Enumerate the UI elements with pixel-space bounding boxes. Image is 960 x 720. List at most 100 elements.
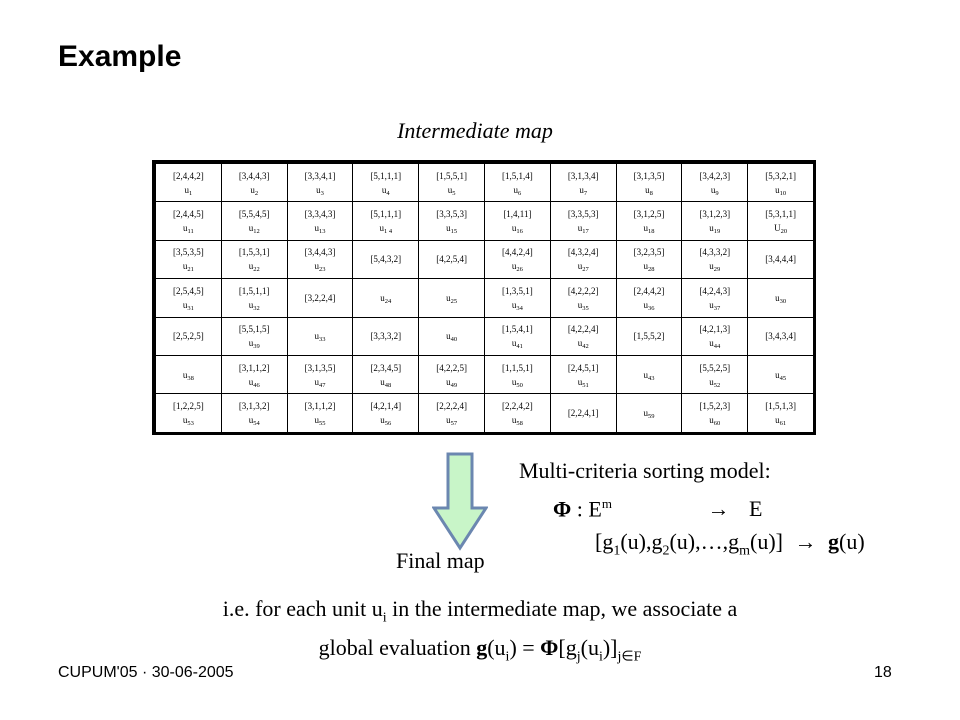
cell-unit: u7 (579, 184, 588, 197)
cell-unit: u45 (775, 369, 787, 382)
cell-unit: u44 (709, 338, 721, 351)
map-cell: [1,5,5,1] u5 (418, 163, 485, 203)
cell-vector: [5,5,1,5] (238, 324, 270, 335)
map-cell: [1,5,2,3]u60 (681, 393, 749, 433)
explanation-line2: global evaluation g(ui) = Φ[gj(ui)]j∈F (0, 633, 960, 672)
cell-vector: [2,4,4,2] (633, 285, 665, 296)
cell-vector: [3,5,3,5] (173, 247, 204, 258)
cell-unit: u28 (643, 261, 655, 274)
expl-g: g (476, 635, 488, 661)
g1-rest: (u),g (620, 529, 663, 555)
expl-b3: ) = (509, 635, 541, 661)
map-cell: [3,4,4,4] (747, 239, 814, 280)
footer-conference: CUPUM'05 · 30-06-2005 (58, 664, 234, 681)
cell-unit: u53 (182, 415, 194, 428)
cell-unit: u60 (709, 415, 721, 428)
map-cell: [3,3,5,3]u17 (549, 201, 617, 241)
cell-vector: [3,3,5,3] (436, 209, 467, 220)
cell-unit: u2 (250, 184, 259, 197)
cell-vector: [1,5,1,4] (502, 170, 533, 181)
map-cell: [2,3,4,5]u48 (352, 355, 420, 395)
cell-vector: [4,2,1,4] (370, 401, 402, 412)
map-cell: [4,2,1,3] u44 (681, 316, 749, 356)
cell-unit: u12 (248, 223, 260, 236)
map-cell: [5,5,2,5]u52 (681, 355, 749, 395)
cell-unit: u24 (380, 292, 392, 305)
cell-vector: [2,2,4,1] (567, 408, 599, 419)
intermediate-map-grid: [2,4,4,2]u1[3,4,4,3]u2[3,3,4,1]u3[5,1,1,… (152, 160, 816, 435)
cell-unit: u5 (447, 184, 456, 197)
cell-unit: u47 (314, 376, 326, 389)
g-open: [g (595, 529, 614, 555)
cell-vector: [3,1,2,5] (633, 209, 665, 220)
cell-vector: [1,5,3,1] (238, 247, 270, 258)
cell-unit: u56 (380, 415, 392, 428)
expl-a1: i.e. for each unit u (222, 596, 383, 621)
cell-vector: [5,5,4,5] (238, 209, 270, 220)
map-cell: [2,4,4,5]u11 (155, 201, 222, 241)
cell-unit: u46 (248, 376, 260, 389)
gm-rest: (u)] (750, 529, 784, 555)
cell-vector: [1,5,4,1] (502, 324, 533, 335)
cell-unit: U20 (774, 223, 788, 236)
map-cell: [1,5,1,1]u32 (220, 278, 288, 318)
map-cell: [2,2,4,2]u58 (484, 393, 551, 433)
cell-unit: u27 (577, 261, 589, 274)
map-cell: [2,5,2,5] (155, 316, 222, 356)
map-cell: [4,2,2,2]u35 (549, 278, 617, 318)
cell-unit: u6 (513, 184, 522, 197)
map-cell: [5,5,4,5] u12 (220, 201, 288, 241)
map-cell: [4,2,2,5]u49 (418, 355, 485, 395)
cell-vector: [4,4,2,4] (502, 247, 533, 258)
map-cell: [1,4,11]u16 (484, 201, 551, 241)
cell-unit: u43 (643, 369, 655, 382)
expl-b1: global evaluation (318, 635, 477, 661)
cell-unit: u30 (775, 292, 787, 305)
E-symbol: E (588, 496, 602, 522)
explanation-line1: i.e. for each unit ui in the intermediat… (0, 594, 960, 633)
expl-a1-sub: i (382, 610, 387, 626)
gm-sub: m (739, 543, 751, 559)
cell-vector: [3,4,4,3] (238, 170, 270, 181)
E-target: E (748, 496, 763, 522)
cell-vector: [3,1,3,5] (633, 170, 665, 181)
cell-vector: [2,4,4,5] (173, 209, 204, 220)
cell-vector: [4,3,3,2] (699, 247, 731, 258)
cell-vector: [1,2,2,5] (173, 401, 204, 412)
map-cell: [3,2,2,4] (286, 278, 354, 318)
cell-vector: [1,5,5,2] (633, 331, 665, 342)
map-cell: [3,3,4,1]u3 (286, 163, 354, 203)
map-cell: [2,2,2,4]u57 (418, 393, 485, 433)
cell-unit: u41 (511, 338, 523, 351)
down-arrow-shape (432, 452, 488, 551)
expl-b6: )] (602, 635, 618, 661)
map-cell: [4,4,2,4]u26 (484, 239, 551, 280)
cell-vector: [5,3,2,1] (765, 170, 796, 181)
cell-vector: [4,3,2,4] (567, 247, 599, 258)
map-cell: u25 (418, 278, 485, 318)
colon: : (576, 496, 583, 522)
cell-unit: u4 (381, 184, 390, 197)
cell-unit: u48 (380, 376, 392, 389)
cell-unit: u37 (709, 299, 721, 312)
cell-vector: [2,4,5,1] (567, 362, 599, 373)
mapping-arrow: → (707, 496, 730, 522)
cell-vector: [5,3,1,1] (765, 209, 796, 220)
cell-vector: [4,2,4,3] (699, 285, 731, 296)
expl-b2: (u (487, 635, 506, 661)
map-cell: [3,3,3,2] (352, 316, 420, 356)
cell-vector: [4,2,5,4] (436, 254, 467, 265)
cell-vector: [1,5,1,3] (765, 401, 796, 412)
cell-vector: [3,3,4,1] (304, 170, 336, 181)
cell-unit: u21 (182, 261, 194, 274)
map-cell: [4,2,4,3] u37 (681, 278, 749, 318)
cell-vector: [1,5,5,1] (436, 170, 467, 181)
expl-phi: Φ (540, 635, 559, 661)
cell-vector: [1,4,11] (503, 209, 532, 220)
cell-vector: [4,2,1,3] (699, 324, 731, 335)
cell-vector: [4,2,2,5] (436, 362, 467, 373)
map-cell: [3,3,4,3]u13 (286, 201, 354, 241)
map-cell: [5,1,1,1]u1 4 (352, 201, 420, 241)
map-cell: u45 (747, 355, 814, 395)
map-cell: [4,3,3,2]u29 (681, 239, 749, 280)
